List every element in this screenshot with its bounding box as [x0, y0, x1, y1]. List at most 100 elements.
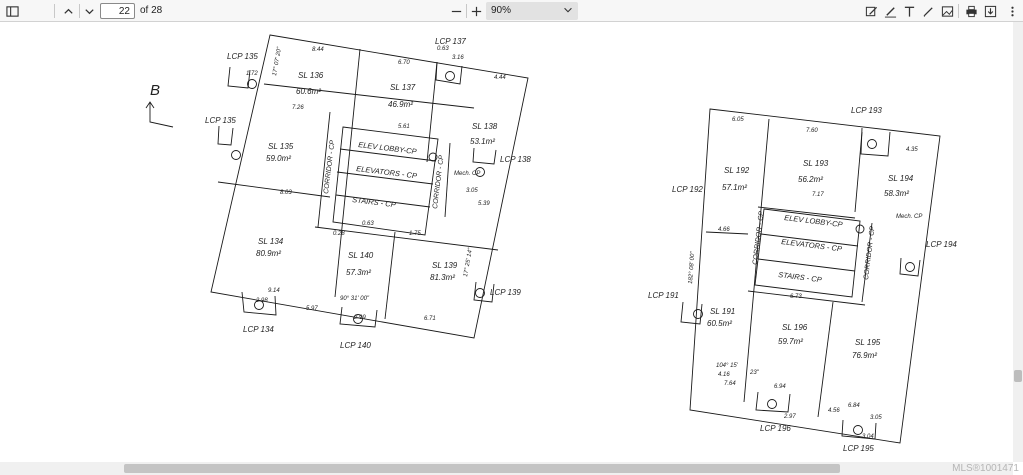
dimension-label: 6.84 — [848, 403, 860, 409]
dimension-label: 3.04 — [862, 434, 874, 440]
dimension-label: 9.14 — [268, 288, 280, 294]
pdf-toolbar: of 28 90% — [0, 0, 1023, 22]
dimension-label: 8.44 — [312, 47, 324, 53]
common-area-label: Mech. CP — [896, 214, 922, 220]
left-plan-outline — [210, 34, 529, 339]
dimension-label: 7.26 — [292, 105, 304, 111]
chevron-down-icon — [564, 7, 572, 13]
direction-label: B — [150, 82, 160, 99]
lot-area: 80.9m² — [256, 249, 281, 258]
dimension-label: 4.44 — [494, 75, 506, 81]
print-icon[interactable] — [962, 2, 980, 20]
lot-name: SL 139 — [432, 261, 458, 270]
draw-icon[interactable] — [881, 2, 899, 20]
lcp-label: LCP 196 — [760, 424, 791, 433]
lcp-label: LCP 191 — [648, 291, 679, 300]
lot-area: 56.2m² — [798, 175, 823, 184]
dimension-label: 6.94 — [774, 384, 786, 390]
dimension-label: 6.73 — [790, 294, 802, 300]
dimension-label: 7.60 — [806, 128, 818, 134]
lcp-label: LCP 194 — [926, 240, 957, 249]
dimension-label: 5.97 — [306, 306, 318, 312]
dimension-label: 7.64 — [724, 381, 736, 387]
lcp-label: LCP 134 — [243, 325, 274, 334]
dimension-label: 2.98 — [255, 298, 268, 304]
lcp-label: LCP 135 — [205, 116, 236, 125]
pen-icon[interactable] — [919, 2, 937, 20]
lcp-label: LCP 140 — [340, 341, 371, 350]
lot-name: SL 137 — [390, 83, 416, 92]
dimension-label: 0.28 — [333, 231, 345, 237]
bearing-label: 90° 31' 00" — [340, 296, 370, 302]
lot-name: SL 196 — [782, 323, 808, 332]
horizontal-scrollbar[interactable] — [0, 462, 1013, 475]
image-icon[interactable] — [938, 2, 956, 20]
lot-area: 81.3m² — [430, 273, 455, 282]
mls-watermark: MLS®1001471 — [952, 463, 1019, 474]
dimension-label: 8.03 — [280, 190, 292, 196]
zoom-select[interactable]: 90% — [486, 2, 578, 20]
common-area-label: ELEVATORS - CP — [781, 237, 843, 253]
dimension-label: 4.66 — [718, 227, 730, 233]
chevron-up-icon[interactable] — [59, 2, 77, 20]
horizontal-scroll-thumb[interactable] — [124, 464, 840, 473]
vertical-scrollbar[interactable] — [1013, 22, 1023, 462]
dimension-label: 5.39 — [478, 201, 490, 207]
save-icon[interactable] — [981, 2, 999, 20]
lot-area: 59.7m² — [778, 337, 803, 346]
lot-area: 60.6m² — [296, 87, 321, 96]
lot-name: SL 138 — [472, 122, 498, 131]
lot-area: 60.5m² — [707, 319, 732, 328]
lcp-label: LCP 138 — [500, 155, 531, 164]
sidebar-icon[interactable] — [3, 2, 21, 20]
vertical-scroll-thumb[interactable] — [1014, 370, 1022, 382]
lot-name: SL 134 — [258, 237, 284, 246]
lot-area: 57.1m² — [722, 183, 747, 192]
dimension-label: 4.16 — [718, 372, 730, 378]
common-area-label: Mech. CP — [454, 171, 480, 177]
page-number-input[interactable] — [100, 3, 135, 19]
lcp-label: LCP 195 — [843, 444, 874, 453]
lot-name: SL 192 — [724, 166, 750, 175]
lot-area: 46.9m² — [388, 100, 413, 109]
dimension-label: 0.63 — [437, 46, 449, 52]
dimension-label: 3.05 — [466, 188, 478, 194]
common-area-label: ELEV LOBBY-CP — [358, 140, 417, 156]
dimension-label: 6.05 — [732, 117, 744, 123]
common-area-label: CORRIDOR - CP — [752, 210, 766, 265]
lot-area: 59.0m² — [266, 154, 291, 163]
page-total: of 28 — [140, 5, 163, 16]
chevron-down-icon[interactable] — [80, 2, 98, 20]
common-area-label: CORRIDOR - CP — [863, 225, 877, 280]
bearing-label: 17° 25' 14" — [463, 247, 474, 277]
common-area-label: CORRIDOR - CP — [432, 154, 446, 209]
lot-area: 58.3m² — [884, 189, 909, 198]
lcp-label: LCP 135 — [227, 52, 258, 61]
lot-area: 53.1m² — [470, 137, 495, 146]
lot-name: SL 193 — [803, 159, 829, 168]
more-icon[interactable] — [1003, 2, 1021, 20]
dimension-label: 4.35 — [906, 147, 918, 153]
lot-name: SL 194 — [888, 174, 914, 183]
minus-icon[interactable] — [447, 2, 465, 20]
plus-icon[interactable] — [467, 2, 485, 20]
bearing-label: 23" — [749, 370, 760, 376]
dimension-label: 7.17 — [812, 192, 824, 198]
lot-name: SL 191 — [710, 307, 735, 316]
lot-name: SL 140 — [348, 251, 374, 260]
bearing-label: 17° 07' 20" — [272, 46, 283, 76]
lot-name: SL 135 — [268, 142, 294, 151]
dimension-label: 1.75 — [409, 231, 421, 237]
lcp-label: LCP 137 — [435, 37, 466, 46]
bearing-label: 182° 08' 00" — [688, 251, 696, 285]
common-area-label: STAIRS - CP — [352, 195, 396, 209]
dimension-label: 3.16 — [452, 55, 464, 61]
text-icon[interactable] — [900, 2, 918, 20]
common-area-label: STAIRS - CP — [778, 270, 822, 284]
lcp-label: LCP 192 — [672, 185, 703, 194]
lot-name: SL 136 — [298, 71, 324, 80]
highlight-icon[interactable] — [862, 2, 880, 20]
document-viewer[interactable]: B LCP 135 LCP 135 LCP 137 LCP 138 LCP 13… — [0, 22, 1023, 462]
common-area-label: CORRIDOR - CP — [323, 139, 337, 194]
dimension-label: 6.70 — [398, 60, 410, 66]
